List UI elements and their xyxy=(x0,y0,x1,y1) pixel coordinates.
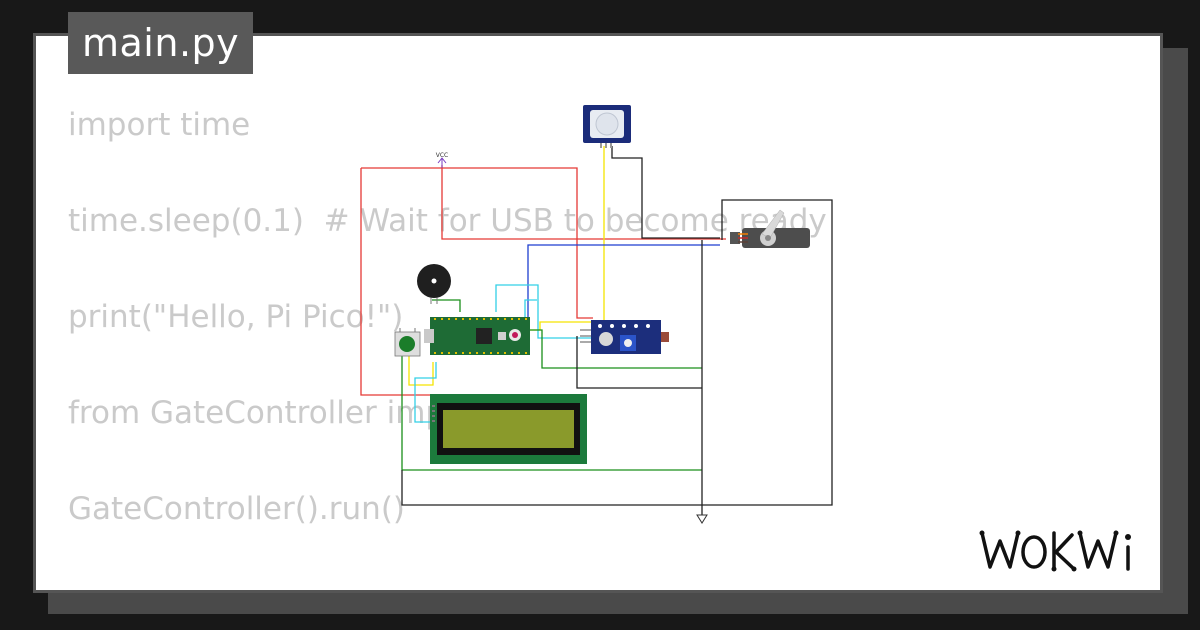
code-line-5: GateController().run() xyxy=(68,491,406,527)
wire-yellow-pir xyxy=(530,146,605,331)
wire-red-servo xyxy=(441,165,726,240)
wire-yellow-lcd xyxy=(408,340,434,386)
file-name-tab[interactable]: main.py xyxy=(68,12,254,74)
wire-blue-servo xyxy=(527,244,720,320)
wire-black-pir xyxy=(611,146,720,239)
vcc-symbol: VCC xyxy=(436,152,448,168)
code-line-3: print("Hello, Pi Pico!") xyxy=(68,299,404,335)
wire-cyan-1 xyxy=(495,284,594,339)
code-line-1: import time xyxy=(68,107,251,143)
wire-black-loop xyxy=(401,199,833,506)
wires xyxy=(360,146,833,515)
wire-green-buzzer xyxy=(432,299,461,312)
ir-sensor-module xyxy=(580,320,669,354)
raspberry-pi-pico xyxy=(424,317,530,355)
wokwi-logo xyxy=(979,530,1131,572)
ground-symbol xyxy=(696,514,708,524)
servo-motor xyxy=(730,209,810,248)
buzzer xyxy=(417,264,451,304)
wire-cyan-lcd xyxy=(414,362,437,423)
pir-sensor xyxy=(583,105,631,148)
wire-red-vcc xyxy=(360,168,432,396)
wire-black-ir xyxy=(576,336,702,389)
wire-red-top xyxy=(361,167,593,319)
lcd-16x2 xyxy=(430,394,587,464)
vcc-label: VCC xyxy=(436,152,448,159)
wire-green-right xyxy=(530,329,702,369)
wire-cyan-2 xyxy=(524,299,537,320)
code-line-2: time.sleep(0.1) # Wait for USB to become… xyxy=(68,203,827,239)
pushbutton xyxy=(394,328,421,357)
